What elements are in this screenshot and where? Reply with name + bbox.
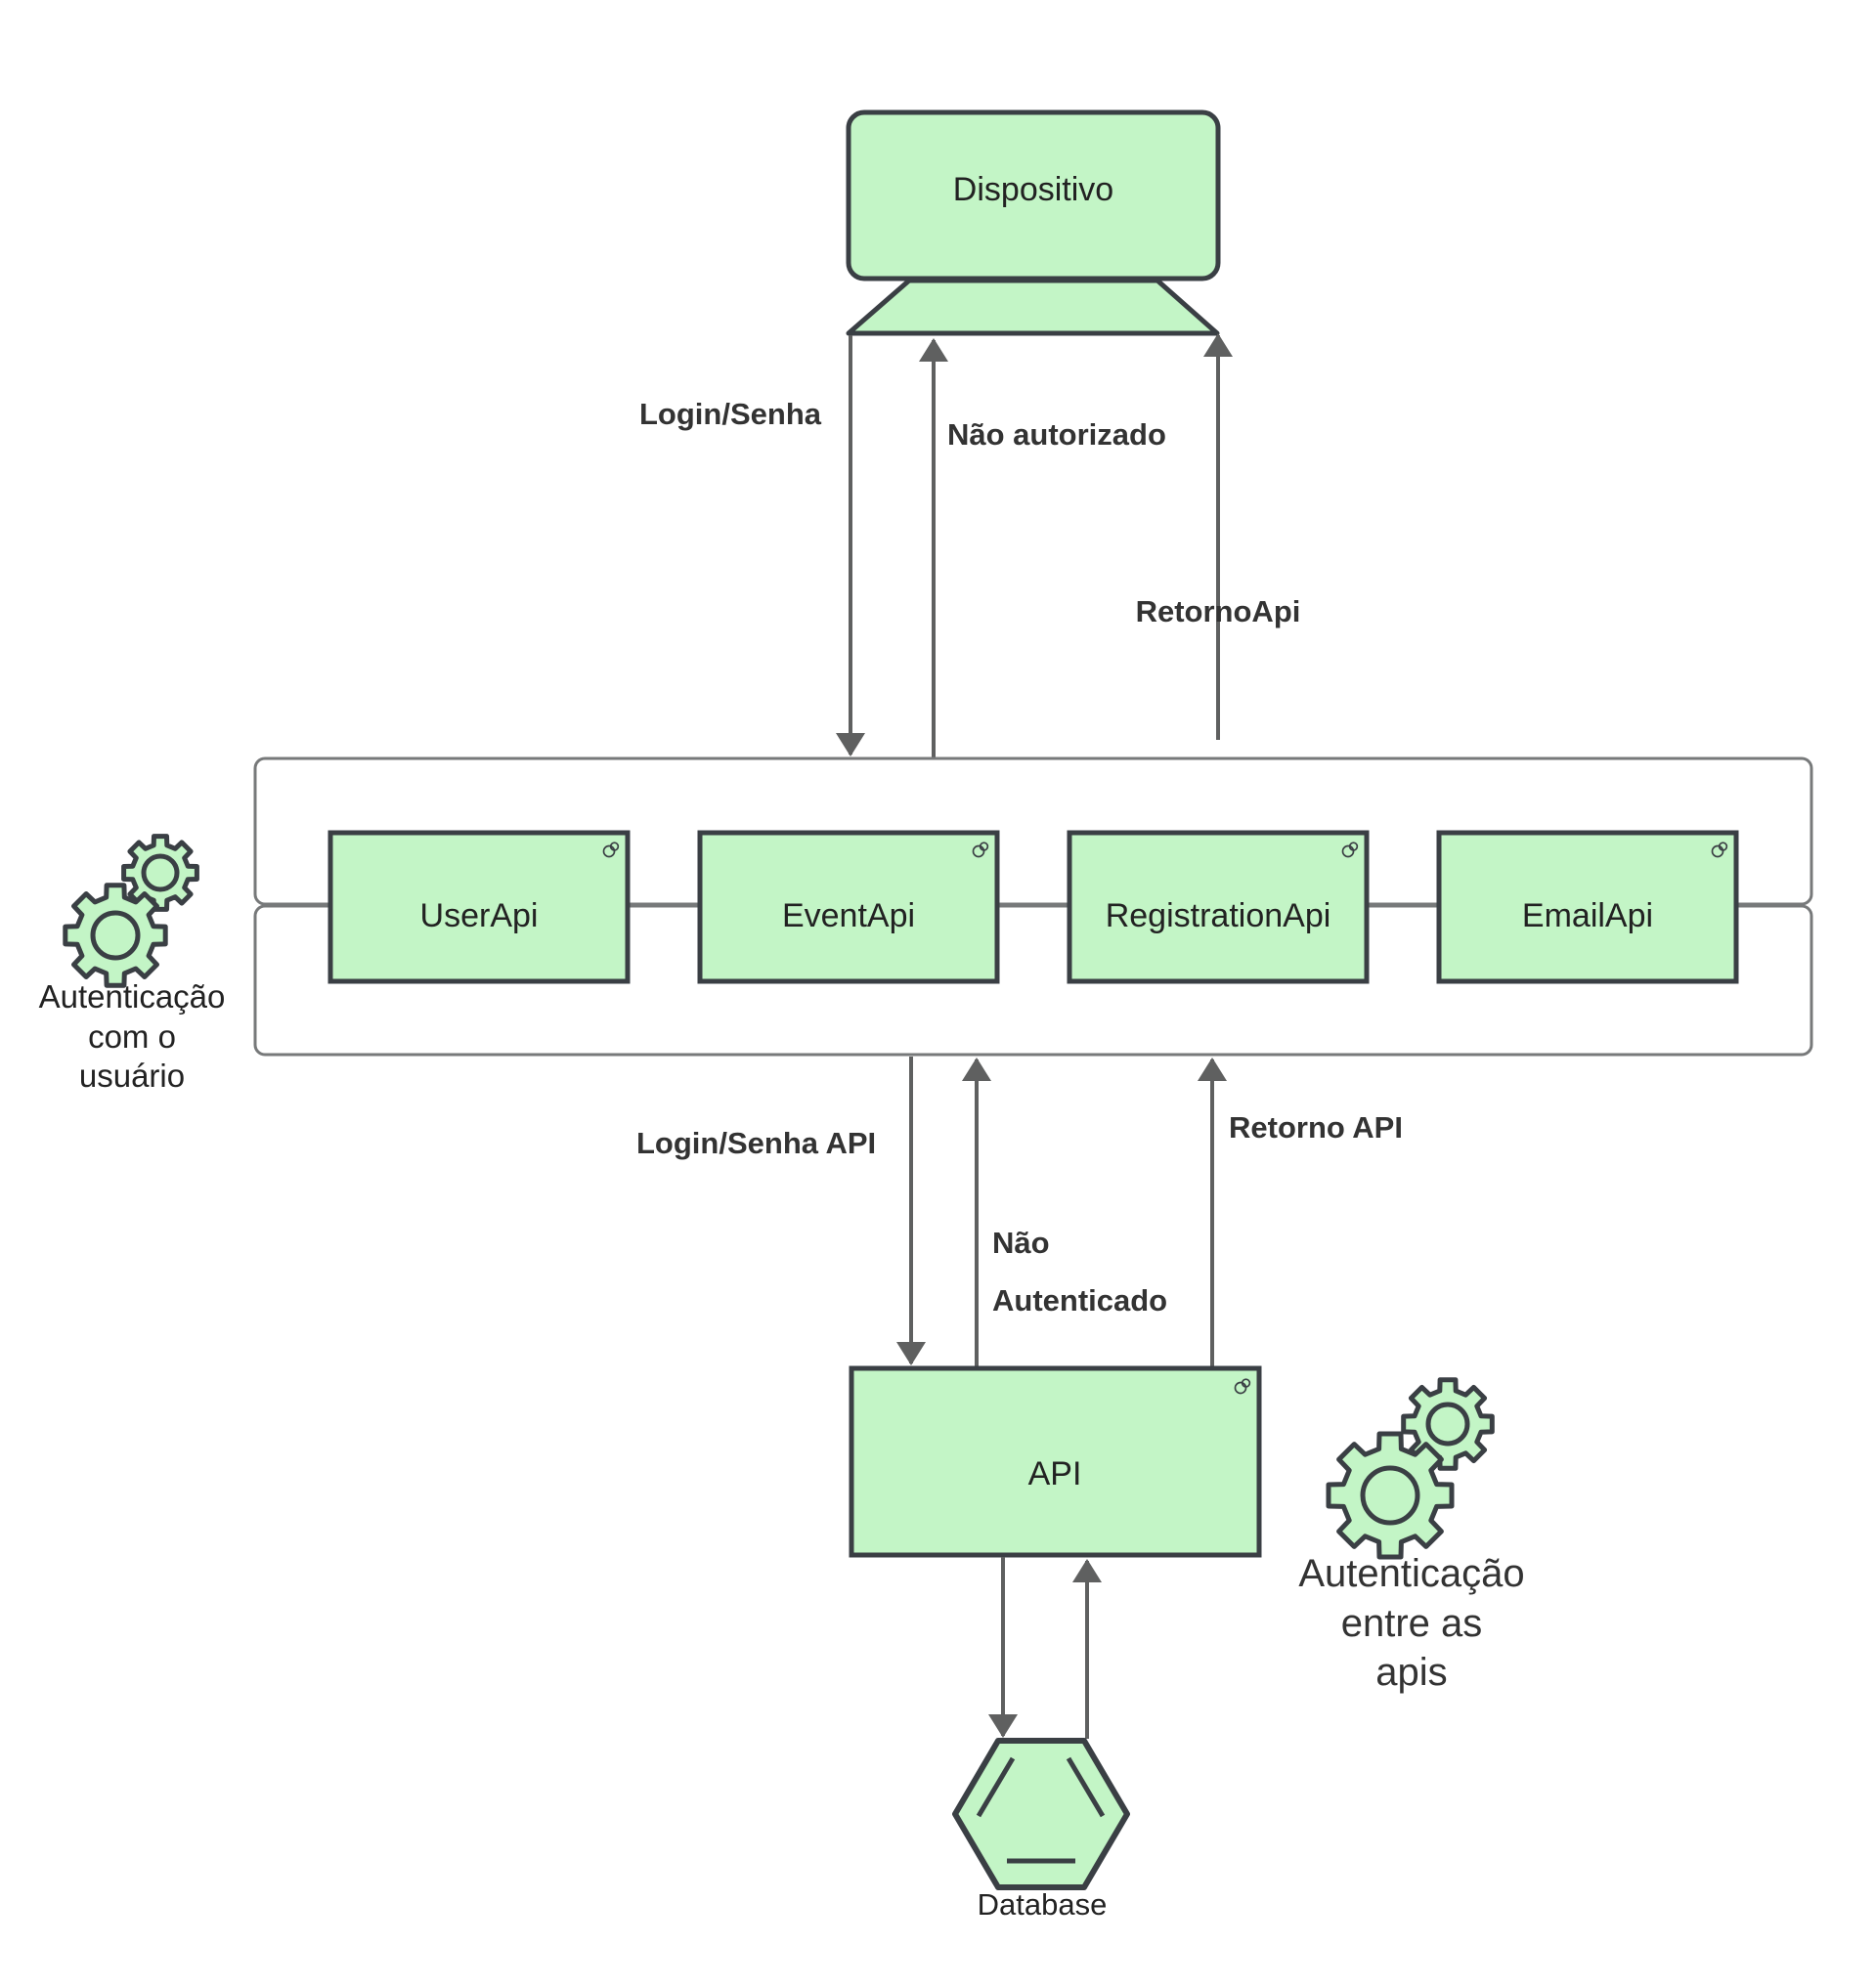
label-login-senha: Login/Senha bbox=[639, 397, 822, 431]
label-retorno-api-bottom: Retorno API bbox=[1229, 1110, 1403, 1145]
gear-icon bbox=[121, 834, 199, 912]
edges-top bbox=[836, 333, 1233, 757]
label-nao-autenticado-1: Não bbox=[992, 1226, 1050, 1260]
event-api-node[interactable]: EventApi bbox=[697, 830, 1000, 984]
device-node[interactable]: Dispositivo bbox=[846, 109, 1221, 336]
edges-bottom bbox=[896, 1057, 1227, 1366]
laptop-icon bbox=[846, 109, 1221, 336]
edges-database bbox=[988, 1557, 1102, 1739]
label-nao-autorizado: Não autorizado bbox=[947, 417, 1166, 452]
component-icon bbox=[1711, 842, 1728, 858]
component-icon bbox=[972, 842, 989, 858]
user-api-label: UserApi bbox=[420, 897, 539, 934]
device-label: Dispositivo bbox=[953, 171, 1113, 208]
api-label: API bbox=[1028, 1455, 1082, 1492]
email-api-label: EmailApi bbox=[1522, 897, 1653, 934]
user-auth-line-2: com o bbox=[88, 1018, 176, 1055]
email-api-node[interactable]: EmailApi bbox=[1436, 830, 1739, 984]
label-nao-autenticado-2: Autenticado bbox=[992, 1283, 1167, 1318]
database-node[interactable]: Database bbox=[952, 1738, 1130, 1922]
user-auth-line-3: usuário bbox=[79, 1058, 185, 1094]
registration-api-label: RegistrationApi bbox=[1106, 897, 1331, 934]
services-container bbox=[253, 756, 1813, 1057]
user-api-node[interactable]: UserApi bbox=[327, 830, 631, 984]
component-icon bbox=[1234, 1378, 1251, 1395]
gear-icon bbox=[1326, 1431, 1455, 1560]
user-auth-line-1: Autenticação bbox=[39, 978, 226, 1015]
api-node[interactable]: API bbox=[849, 1365, 1262, 1558]
component-icon bbox=[1341, 842, 1359, 858]
api-auth-line-1: Autenticação bbox=[1298, 1552, 1524, 1595]
api-auth-line-3: apis bbox=[1375, 1651, 1447, 1694]
gear-icon bbox=[63, 883, 168, 988]
label-login-senha-api: Login/Senha API bbox=[636, 1126, 876, 1160]
component-icon bbox=[602, 842, 620, 858]
label-retorno-api-top: RetornoApi bbox=[1136, 594, 1301, 628]
database-icon bbox=[952, 1738, 1130, 1890]
database-label: Database bbox=[978, 1887, 1108, 1922]
registration-api-node[interactable]: RegistrationApi bbox=[1067, 830, 1370, 984]
api-auth-line-2: entre as bbox=[1341, 1602, 1483, 1645]
event-api-label: EventApi bbox=[782, 897, 915, 934]
